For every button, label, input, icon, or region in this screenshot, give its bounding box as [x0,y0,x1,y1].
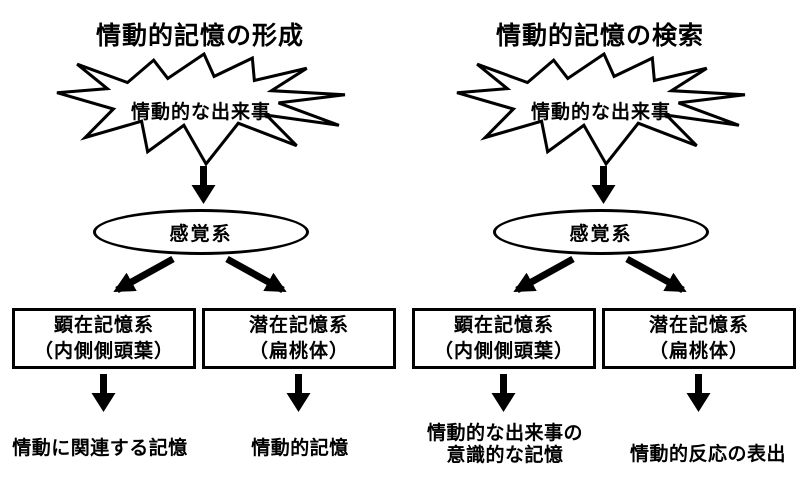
arrow-down-icon [591,166,616,204]
arrow-diagonal-right-icon [625,255,687,294]
column-title-formation: 情動的記憶の形成 [95,22,304,50]
arrow-down-icon [686,374,711,412]
box-line1: 潜在記憶系 [248,314,349,336]
arrow-down-icon [286,374,311,412]
ellipse-label: 感覚系 [569,223,633,245]
box-line2: （扁桃体） [648,340,749,362]
sensory-system-ellipse: 感覚系 [93,209,309,255]
outcome-label: 情動的な出来事の 意識的な記憶 [426,423,583,466]
fork-arrows [513,255,687,294]
arrow-down-icon [91,374,116,412]
arrow-diagonal-right-icon [225,255,287,294]
box-line1: 顕在記憶系 [453,314,554,336]
burst-polygon [56,52,346,166]
outcome-label: 情動に関連する記憶 [12,438,188,459]
box-line2: （内側側頭葉） [33,340,174,362]
burst-label: 情動的な出来事 [530,102,671,123]
box-line1: 潜在記憶系 [648,314,749,336]
column-formation: 情動的記憶の形成 情動的な出来事 感覚系 顕在記憶系 （内側側頭葉） 潜在記憶系… [12,22,396,459]
column-retrieval: 情動的記憶の検索 情動的な出来事 感覚系 顕在記憶系 （内側側頭葉） 潜在記憶系… [400,0,800,481]
arrow-down-icon [191,166,216,204]
box-line2: （内側側頭葉） [433,340,574,362]
column-title-retrieval: 情動的記憶の検索 [495,22,704,50]
starburst-shape [456,52,746,166]
explicit-memory-box: 顕在記憶系 （内側側頭葉） [412,308,596,369]
implicit-memory-box: 潜在記憶系 （扁桃体） [602,308,796,369]
fork-arrows [113,255,287,294]
ellipse-label: 感覚系 [169,223,233,245]
burst-polygon [456,52,746,166]
outcome-label: 情動的記憶 [251,438,349,459]
explicit-memory-box: 顕在記憶系 （内側側頭葉） [12,308,196,369]
arrow-diagonal-left-icon [513,255,575,294]
starburst-shape [56,52,346,166]
sensory-system-ellipse: 感覚系 [493,209,709,255]
burst-label: 情動的な出来事 [130,102,271,123]
outcome-label: 情動的反応の表出 [629,444,786,465]
arrow-down-icon [491,374,516,412]
implicit-memory-box: 潜在記憶系 （扁桃体） [202,308,396,369]
arrow-diagonal-left-icon [113,255,175,294]
box-line2: （扁桃体） [248,340,349,362]
box-line1: 顕在記憶系 [53,314,154,336]
